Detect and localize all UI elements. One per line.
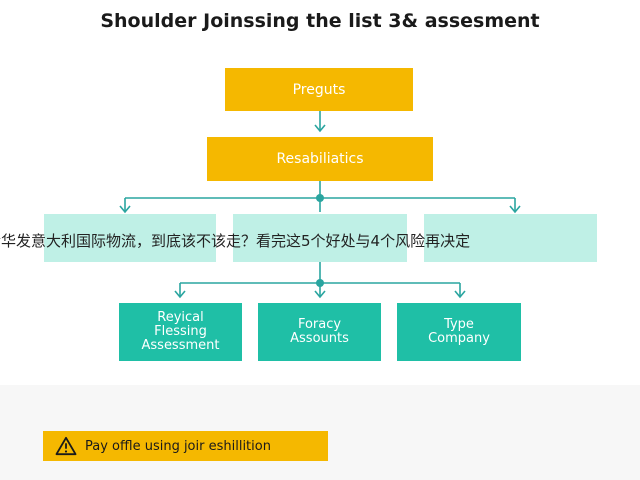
mint-box-left [44,214,216,262]
overlay-headline: 金华发意大利国际物流，到底该不该走？看完这5个好处与4个风险再决定 [0,232,471,250]
card-type: Type Company [397,303,521,361]
card-foracy: Foracy Assounts [258,303,381,361]
card-type-label: Type Company [428,317,490,346]
card-reyical-label: Reyical Flessing Assessment [141,310,220,353]
preguts-label: Preguts [292,81,346,98]
warning-banner: Pay offle using joir eshillition [43,431,328,461]
mint-box-center [233,214,407,262]
diagram-title: Shoulder Joinssing the list 3& assesment [100,10,540,32]
resabiliatics-box: Resabiliatics [207,137,433,181]
warning-icon [55,436,77,456]
mint-box-right [424,214,597,262]
resabiliatics-label: Resabiliatics [276,151,364,167]
card-foracy-label: Foracy Assounts [290,317,349,346]
warning-text: Pay offle using joir eshillition [85,438,271,454]
card-reyical: Reyical Flessing Assessment [119,303,242,361]
preguts-box: Preguts [225,68,413,111]
